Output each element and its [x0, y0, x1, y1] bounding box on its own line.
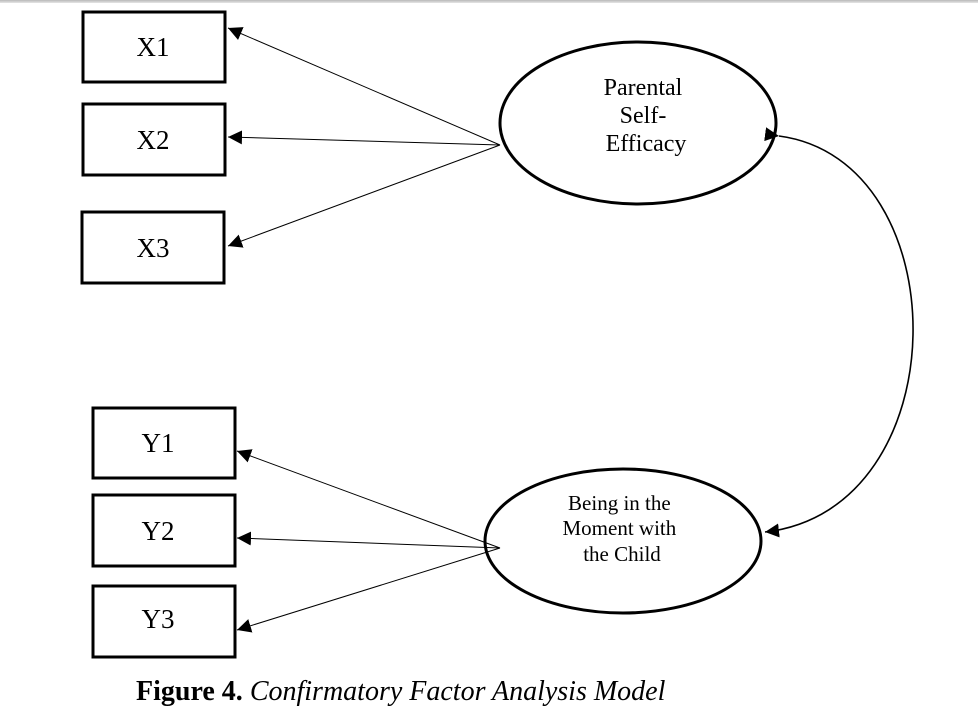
latent-label-line-2: Moment with — [563, 516, 677, 540]
figure-caption: Figure 4. Confirmatory Factor Analysis M… — [136, 676, 665, 708]
indicator-box-x3: X3 — [80, 210, 226, 285]
indicator-box-x1: X1 — [81, 10, 227, 84]
indicator-label-x1: X1 — [137, 32, 170, 62]
indicator-label-x3: X3 — [137, 233, 170, 263]
loading-arrow-y3 — [236, 547, 501, 633]
loading-arrow-x3 — [227, 144, 501, 248]
top-border — [0, 0, 978, 3]
figure-number: Figure 4. — [136, 676, 243, 707]
loading-arrow-x2 — [227, 130, 501, 146]
latent-label-parental-self-efficacy: Parental Self- Efficacy — [604, 75, 689, 157]
covariance-arrow — [764, 127, 914, 538]
indicator-label-y2: Y2 — [142, 516, 175, 546]
latent-label-being-in-the-moment: Being in the Moment with the Child — [563, 491, 682, 566]
figure-title: Confirmatory Factor Analysis Model — [249, 676, 666, 707]
latent-label-line-2: Self- — [620, 103, 667, 129]
latent-label-line-3: the Child — [583, 542, 661, 566]
latent-label-line-1: Being in the — [568, 491, 671, 515]
latent-parental-self-efficacy: Parental Self- Efficacy — [498, 40, 778, 206]
indicator-box-y2: Y2 — [91, 493, 237, 568]
indicator-label-x2: X2 — [137, 125, 170, 155]
indicator-label-y3: Y3 — [142, 604, 175, 634]
indicator-box-x2: X2 — [81, 102, 227, 177]
indicator-box-y1: Y1 — [91, 406, 237, 480]
loading-arrow-y1 — [236, 449, 501, 549]
indicator-box-y3: Y3 — [91, 584, 237, 659]
latent-label-line-1: Parental — [604, 75, 683, 101]
latent-being-in-the-moment: Being in the Moment with the Child — [483, 467, 763, 615]
latent-label-line-3: Efficacy — [606, 131, 687, 157]
loading-arrow-x1 — [227, 27, 501, 146]
indicator-label-y1: Y1 — [142, 428, 175, 458]
loading-arrow-y2 — [236, 531, 501, 549]
